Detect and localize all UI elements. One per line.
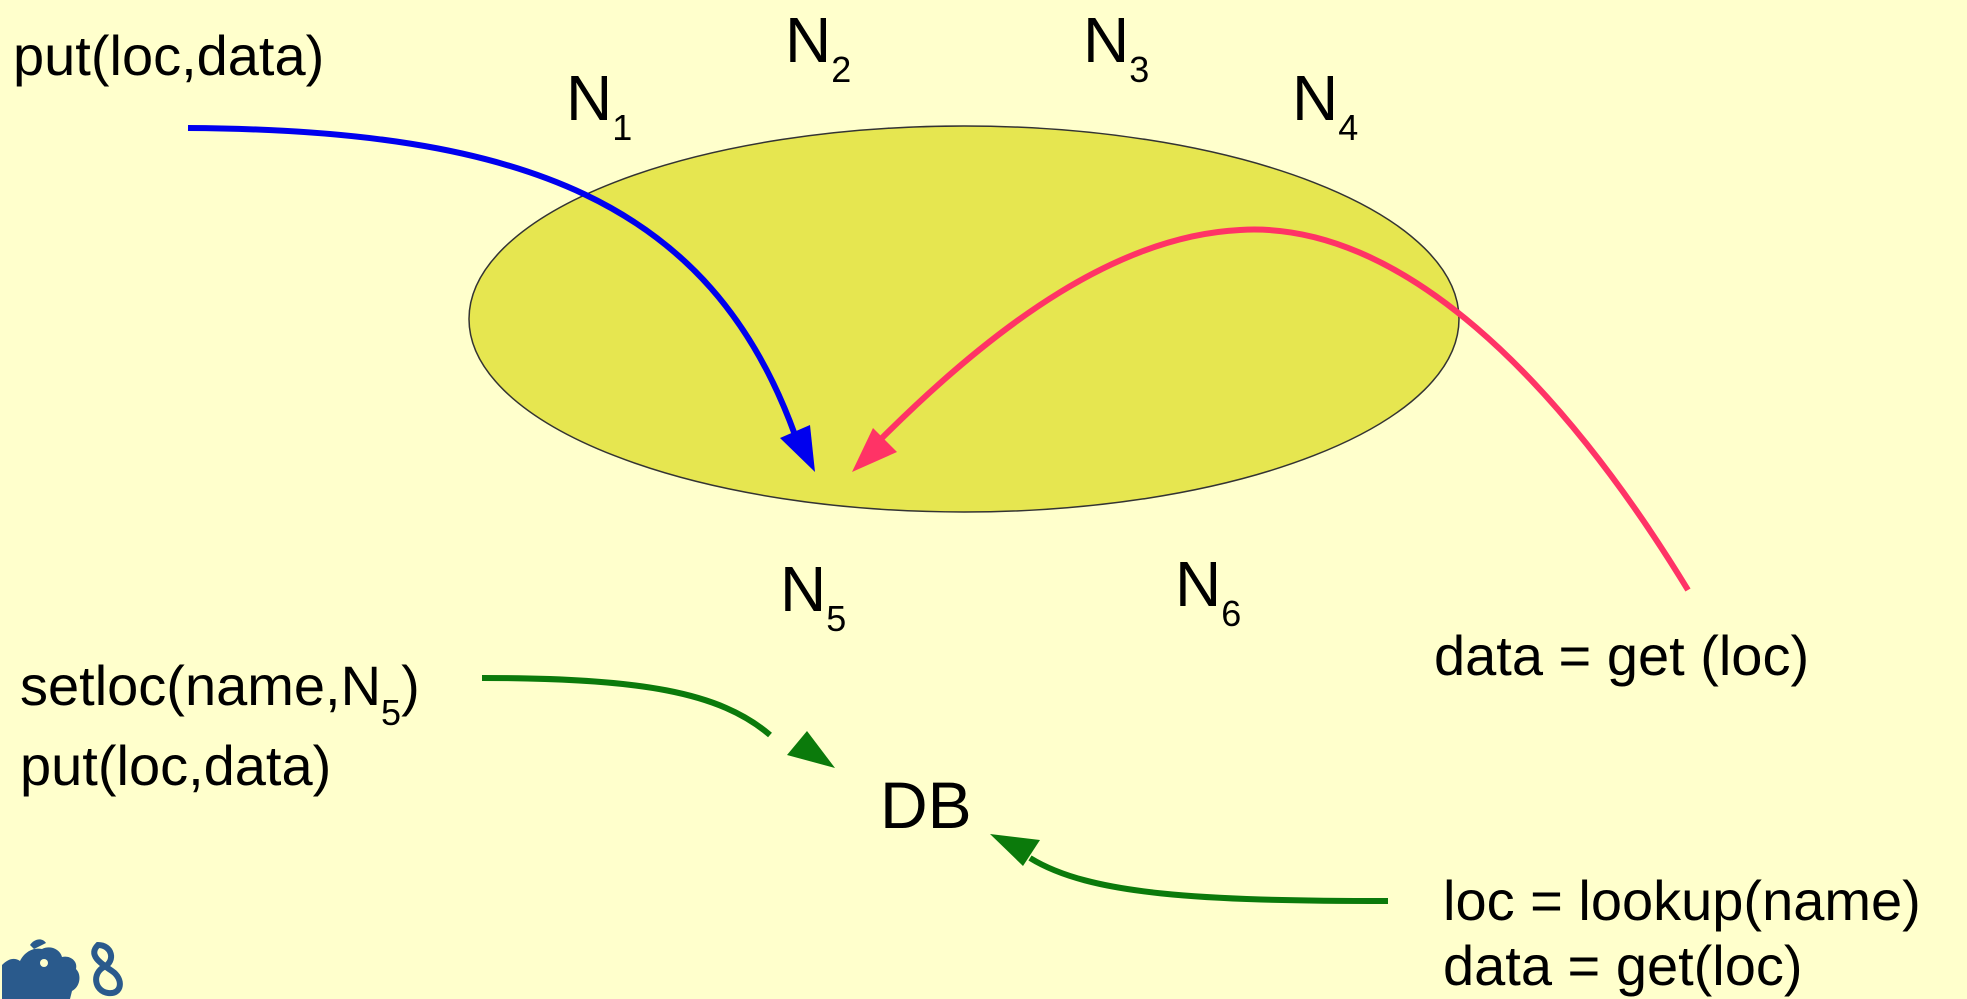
setloc-label: setloc(name,N5) [20, 654, 420, 733]
node-n4: N4 [1292, 62, 1359, 148]
lookup-label-line1: loc = lookup(name) [1443, 869, 1921, 932]
node-n3: N3 [1083, 4, 1150, 90]
put-label-top: put(loc,data) [13, 24, 325, 87]
db-label: DB [880, 768, 972, 842]
put-arrow-blue [187, 125, 798, 437]
get-label-right: data = get (loc) [1434, 624, 1810, 687]
node-n5: N5 [780, 553, 847, 639]
overlay-network-ellipse [468, 125, 1460, 513]
setloc-arrow-green [481, 675, 772, 738]
put-label-bottom: put(loc,data) [20, 734, 332, 797]
put-arrowhead-blue [780, 425, 815, 472]
lion-crest-icon [2, 939, 123, 999]
lookup-arrow-green [1028, 855, 1389, 904]
node-n1: N1 [566, 62, 633, 148]
get-arrow-red [877, 226, 1691, 592]
get-arrowhead-red [852, 428, 897, 472]
node-n2: N2 [785, 4, 852, 90]
lookup-arrowhead-green [990, 834, 1040, 866]
node-n6: N6 [1175, 548, 1242, 634]
setloc-arrowhead-green [787, 731, 835, 768]
lookup-label-line2: data = get(loc) [1443, 934, 1803, 997]
